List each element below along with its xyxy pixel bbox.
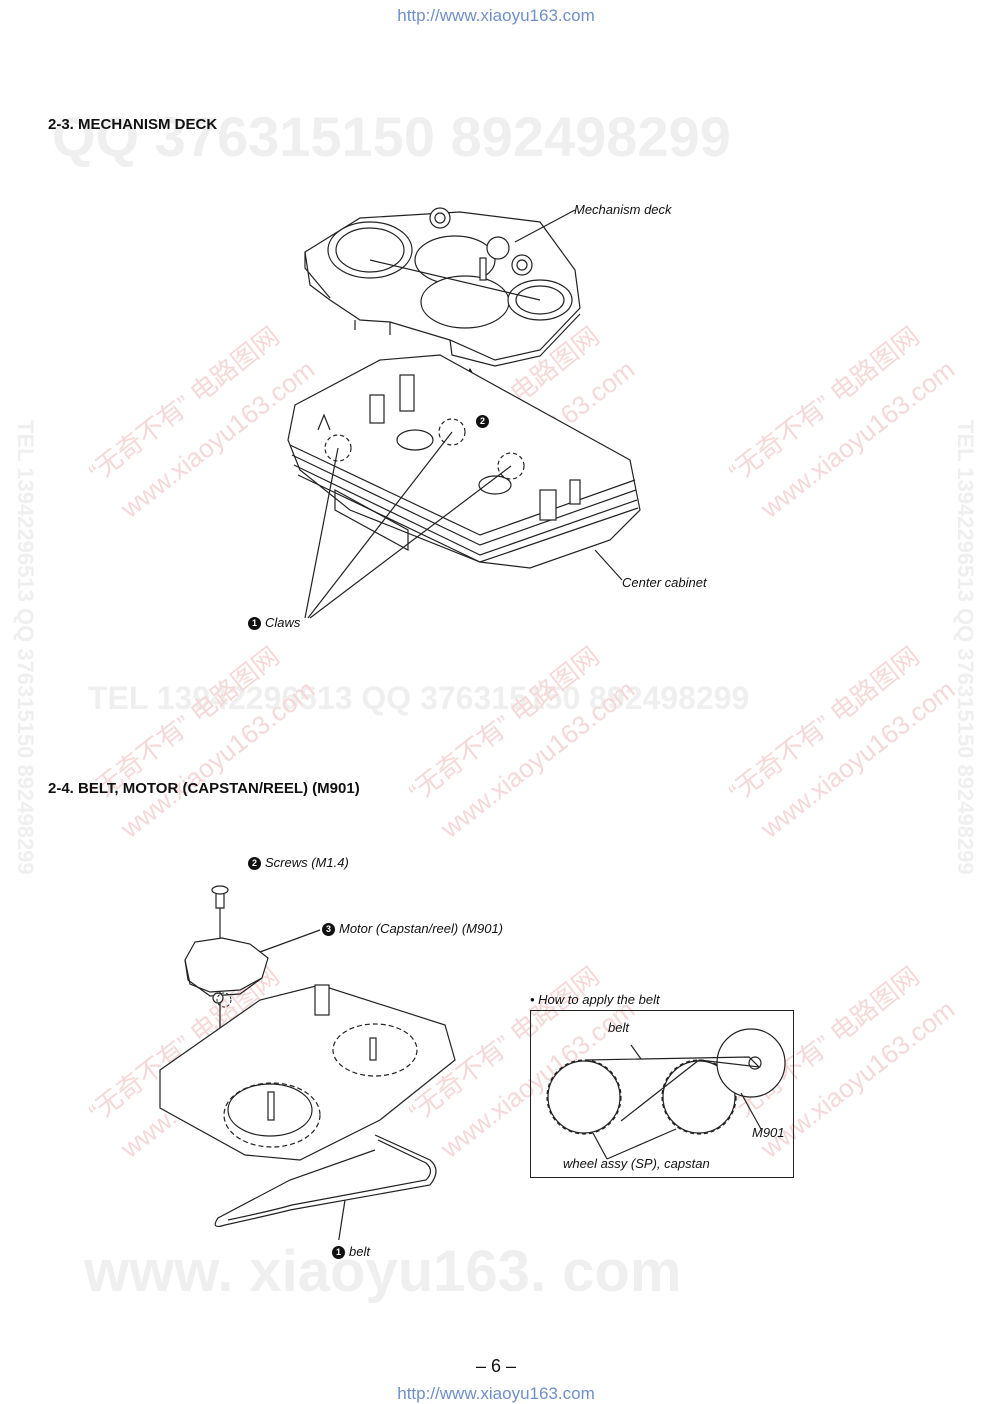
label-motor: 3 Motor (Capstan/reel) (M901) (322, 921, 503, 936)
label-claws: 1 Claws (248, 615, 300, 630)
mechanism-deck-diagram (287, 207, 641, 619)
claws-text: Claws (265, 615, 301, 630)
section-heading-belt-motor: 2-4. BELT, MOTOR (CAPSTAN/REEL) (M901) (48, 780, 360, 797)
step-number: 1 (248, 617, 261, 630)
belt-motor-diagram (159, 885, 456, 1240)
belt-routing-diagram (546, 1028, 786, 1160)
page-number: – 6 – (475, 1356, 517, 1376)
belt-part (214, 1134, 437, 1240)
watermark-tel: TEL 13942296513 QQ 376315150 892498299 (88, 680, 750, 716)
center-cabinet-part (287, 354, 641, 619)
footer-url[interactable]: http://www.xiaoyu163.com (397, 1384, 595, 1403)
step-number: 2 (476, 415, 489, 428)
label-center-cabinet: Center cabinet (622, 575, 707, 590)
watermark-side-right: TEL 13942296513 QQ 376315150 892498299 (953, 420, 978, 875)
watermark-qq: QQ 376315150 892498299 (52, 105, 731, 168)
watermark-side-left: TEL 13942296513 QQ 376315150 892498299 (13, 420, 38, 875)
belt-text: belt (349, 1244, 370, 1259)
mechanism-deck-part (304, 207, 581, 367)
chassis-part (159, 984, 456, 1161)
inset-label-m901: M901 (752, 1125, 785, 1140)
step-2-marker: 2 (476, 413, 493, 428)
motor-part (184, 929, 321, 1008)
step-number: 2 (248, 857, 261, 870)
inset-label-belt: belt (608, 1020, 629, 1035)
belt-application-inset (530, 1010, 794, 1178)
inset-label-wheel: wheel assy (SP), capstan (563, 1156, 710, 1171)
inset-title: • How to apply the belt (530, 992, 660, 1007)
step-number: 3 (322, 923, 335, 936)
screws-text: Screws (M1.4) (265, 855, 349, 870)
label-mechanism-deck: Mechanism deck (574, 202, 672, 217)
label-belt: 1 belt (332, 1244, 370, 1259)
header-url[interactable]: http://www.xiaoyu163.com (397, 6, 595, 25)
watermark-site: www. xiaoyu163. com (84, 1239, 682, 1304)
motor-text: Motor (Capstan/reel) (M901) (339, 921, 503, 936)
label-screws: 2 Screws (M1.4) (248, 855, 349, 870)
section-heading-mechanism-deck: 2-3. MECHANISM DECK (48, 116, 218, 133)
step-number: 1 (332, 1246, 345, 1259)
